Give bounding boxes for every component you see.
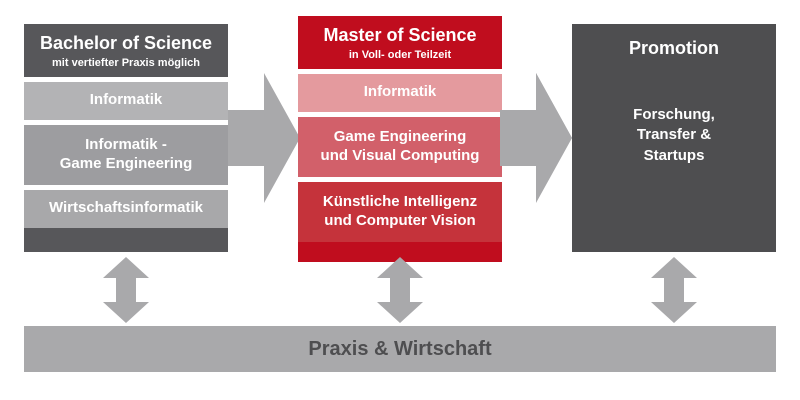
promotion-body: Forschung, Transfer & Startups xyxy=(633,106,715,164)
master-item-ki-computer-vision: Künstliche Intelligenz und Computer Visi… xyxy=(298,176,502,242)
promotion-title: Promotion xyxy=(629,38,719,58)
up-down-arrow-icon xyxy=(103,257,149,323)
up-down-arrow-icon xyxy=(377,257,423,323)
bachelor-header: Bachelor of Science mit vertiefter Praxi… xyxy=(24,24,228,77)
bachelor-item-game-engineering: Informatik - Game Engineering xyxy=(24,119,228,185)
master-subtitle: in Voll- oder Teilzeit xyxy=(348,48,452,61)
arrow-bachelor-to-master xyxy=(228,63,300,213)
praxis-wirtschaft-label: Praxis & Wirtschaft xyxy=(308,337,492,360)
double-arrow-promotion-praxis xyxy=(651,257,697,323)
right-arrow-icon xyxy=(228,73,300,203)
bachelor-title: Bachelor of Science xyxy=(39,33,213,53)
double-arrow-bachelor-praxis xyxy=(103,257,149,323)
master-item-game-engineering-visual-computing: Game Engineering und Visual Computing xyxy=(298,111,502,177)
bachelor-box: Bachelor of Science mit vertiefter Praxi… xyxy=(24,24,228,252)
right-arrow-icon xyxy=(500,73,572,203)
bachelor-item-wirtschaftsinformatik: Wirtschaftsinformatik xyxy=(24,184,228,228)
master-title: Master of Science xyxy=(323,25,477,45)
bachelor-subtitle: mit vertiefter Praxis möglich xyxy=(52,56,200,69)
up-down-arrow-icon xyxy=(651,257,697,323)
master-item-informatik: Informatik xyxy=(298,68,502,112)
master-header: Master of Science in Voll- oder Teilzeit xyxy=(298,16,502,69)
praxis-wirtschaft-bar: Praxis & Wirtschaft xyxy=(24,326,776,372)
bachelor-item-informatik: Informatik xyxy=(24,76,228,120)
double-arrow-master-praxis xyxy=(377,257,423,323)
arrow-master-to-promotion xyxy=(500,63,572,213)
promotion-box: Promotion Forschung, Transfer & Startups xyxy=(572,24,776,252)
master-box: Master of Science in Voll- oder Teilzeit… xyxy=(298,16,502,262)
